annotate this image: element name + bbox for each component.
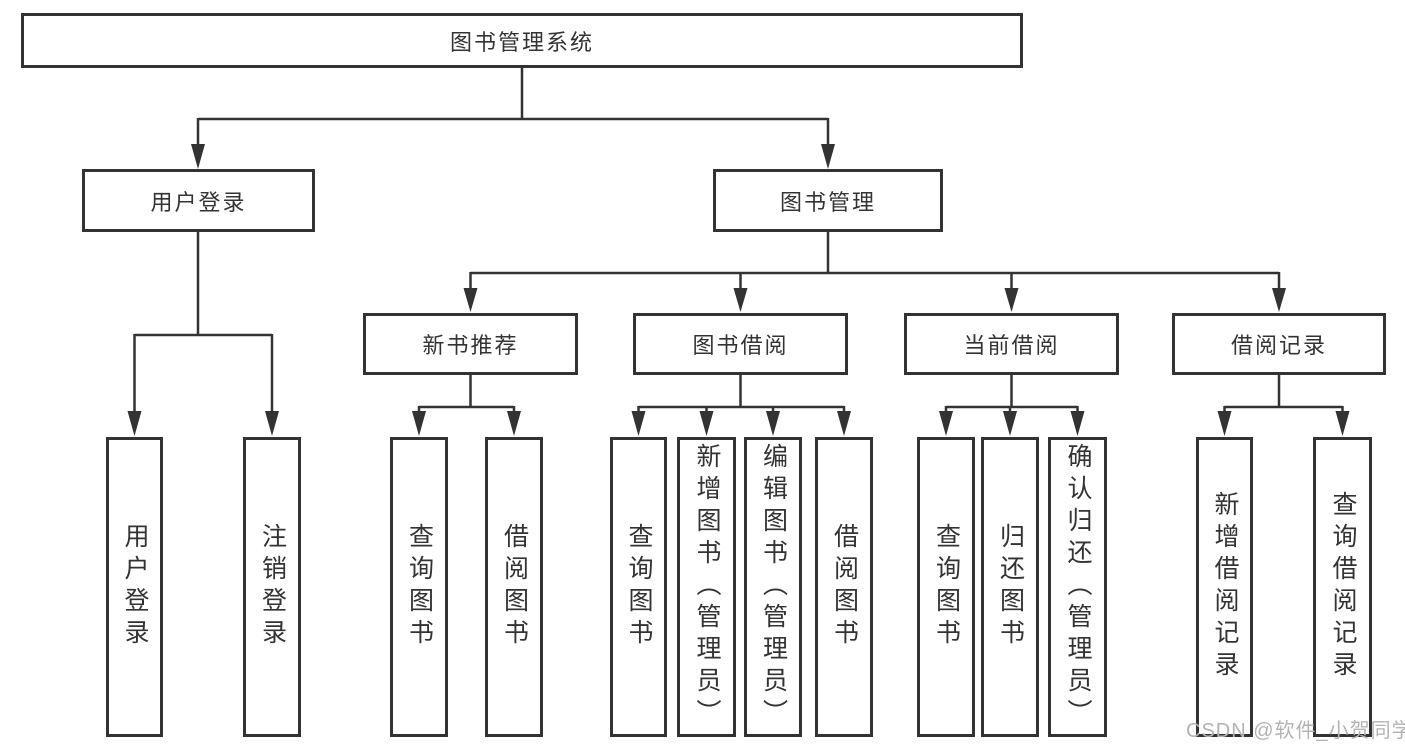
leaf-logout: 注销登录 [243,437,301,737]
csdn-watermark: CSDN @软件_小贺同学 [1186,720,1405,742]
node-borrow-records: 借阅记录 [1172,313,1386,375]
leaf-add-borrow-record: 新增借阅记录 [1196,437,1253,737]
node-book-borrow: 图书借阅 [633,313,848,375]
connector-lines [133,68,1344,414]
node-current-borrow: 当前借阅 [904,313,1119,375]
leaf-return-book: 归还图书 [981,437,1039,737]
leaf-add-book-admin: 新增图书（管理员） [677,437,736,737]
arrowheads [127,144,1350,436]
leaf-user-login: 用户登录 [106,437,163,737]
leaf-query-borrow-record: 查询借阅记录 [1313,437,1372,737]
leaf-query-books-recommend: 查询图书 [390,437,448,737]
leaf-query-books-current: 查询图书 [917,437,975,737]
node-system-root: 图书管理系统 [21,13,1023,68]
node-new-book-recommend: 新书推荐 [363,313,578,375]
leaf-edit-book-admin: 编辑图书（管理员） [744,437,802,737]
node-user-login: 用户登录 [82,169,315,232]
leaf-confirm-return-admin: 确认归还（管理员） [1048,437,1107,737]
leaf-query-books-borrow: 查询图书 [610,437,667,737]
node-book-management: 图书管理 [713,169,943,232]
leaf-borrow-books-recommend: 借阅图书 [485,437,543,737]
leaf-borrow-books: 借阅图书 [815,437,873,737]
